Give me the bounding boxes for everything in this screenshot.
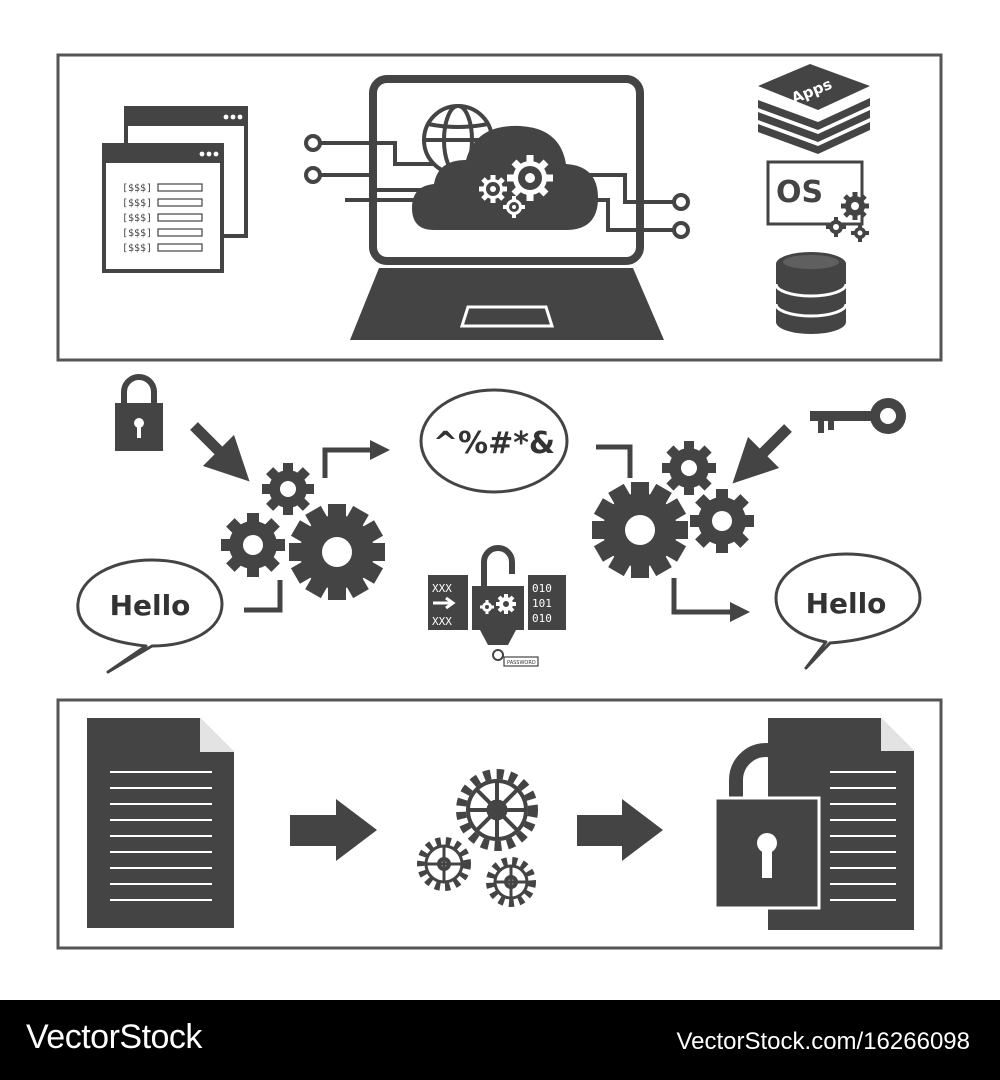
os-label: OS (776, 175, 823, 210)
greeting-right: Hello (806, 587, 887, 620)
stock-url: VectorStock.com/16266098 (676, 1028, 970, 1055)
brand-wordmark: VectorStock (26, 1018, 202, 1056)
decryption-device-icon: XXX XXX PASSWORD 010 101 010 (428, 545, 566, 667)
binary-row: 010 (532, 612, 552, 625)
gear-icon (479, 175, 507, 203)
cloud-icon (412, 125, 598, 230)
gear-icon (690, 489, 754, 553)
password-label: PASSWORD (507, 660, 536, 666)
lock-icon (115, 374, 163, 451)
code-window-icon (102, 106, 248, 273)
arrow-right-icon (290, 799, 377, 861)
apps-stack-icon: Apps (758, 64, 870, 154)
gear-icon (417, 837, 471, 891)
speech-bubble-right: Hello (774, 552, 922, 670)
binary-row: 010 (532, 582, 552, 595)
gear-icon (592, 482, 688, 578)
elbow-line (244, 580, 283, 613)
code-row: [$$$] (122, 243, 152, 254)
os-icon: OS (766, 160, 869, 242)
gear-icon (841, 192, 869, 220)
gear-icon (480, 600, 494, 614)
gear-icon (851, 224, 869, 242)
bottom-panel-frame (56, 698, 943, 950)
greeting-left: Hello (110, 589, 191, 622)
gear-icon (486, 857, 536, 907)
database-icon (774, 252, 848, 334)
cipher-text: ^%#*& (433, 426, 555, 461)
gear-icon (221, 513, 285, 577)
gear-icon (662, 441, 716, 495)
arrow-icon (190, 422, 250, 482)
code-lines: [$$$] [$$$] [$$$] [$$$] [$$$] (122, 183, 203, 254)
binary-row: 101 (532, 597, 552, 610)
badge-xxx-bottom: XXX (432, 615, 452, 628)
gear-icon (496, 594, 516, 614)
code-row: [$$$] (122, 183, 152, 194)
code-row: [$$$] (122, 228, 152, 239)
elbow-arrow-icon (322, 440, 390, 478)
top-panel-frame (56, 53, 943, 362)
badge-xxx-top: XXX (432, 582, 452, 595)
speech-bubble-left: Hello (76, 558, 224, 674)
elbow-line (596, 444, 633, 478)
arrow-right-icon (577, 799, 663, 861)
code-row: [$$$] (122, 213, 152, 224)
arrow-icon (732, 424, 792, 484)
key-icon (810, 398, 906, 434)
document-icon (87, 718, 234, 928)
gear-icon (262, 463, 314, 515)
gear-icon (507, 155, 553, 201)
elbow-arrow-icon (671, 578, 750, 622)
cipher-bubble: ^%#*& (419, 388, 569, 494)
gear-icon (456, 769, 538, 851)
circuit-traces (304, 134, 690, 239)
lock-icon (729, 743, 803, 800)
gear-icon (289, 504, 385, 600)
locked-document-icon (713, 718, 914, 930)
gear-icon (826, 217, 846, 237)
code-row: [$$$] (122, 198, 152, 209)
gear-icon (503, 196, 525, 218)
watermark-bar: VectorStock VectorStock.com/16266098 (0, 1000, 1000, 1080)
